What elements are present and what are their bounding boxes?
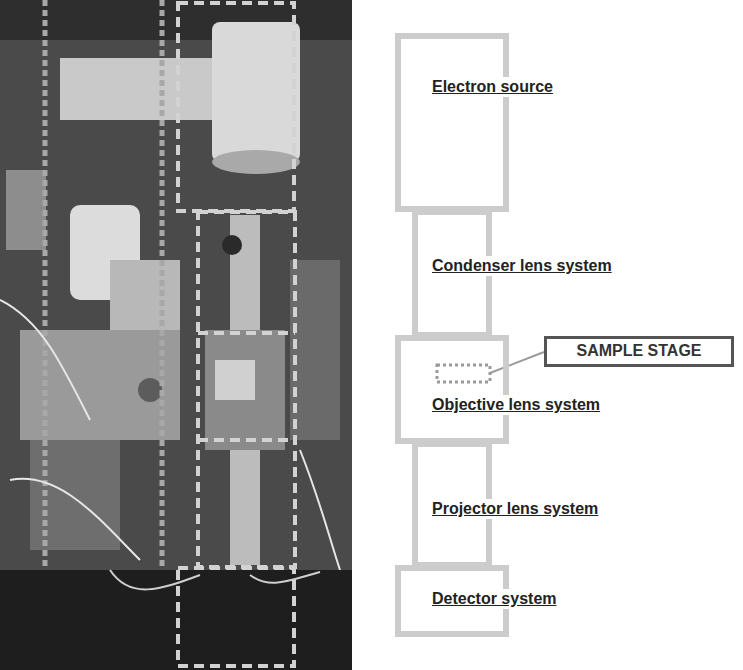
dashed-divider bbox=[198, 438, 295, 442]
leader-line bbox=[490, 352, 544, 373]
side-cable-block bbox=[290, 260, 340, 440]
side-unit bbox=[6, 170, 46, 250]
component-label: Condenser lens system bbox=[430, 256, 614, 276]
dashed-frame bbox=[178, 3, 294, 211]
sample-marker bbox=[437, 365, 490, 382]
callout-box: SAMPLE STAGE bbox=[544, 336, 734, 367]
cable bbox=[0, 300, 340, 570]
knob bbox=[222, 235, 242, 255]
dashed-frame bbox=[198, 212, 295, 567]
lens-box: Electron source bbox=[395, 33, 509, 212]
component-label: Electron source bbox=[430, 77, 555, 97]
component-label: Projector lens system bbox=[430, 499, 600, 519]
component-label: Objective lens system bbox=[430, 395, 602, 415]
callout-label: SAMPLE STAGE bbox=[576, 342, 701, 360]
gun-tube bbox=[60, 58, 235, 120]
lens-box: Detector system bbox=[395, 565, 509, 637]
gun-tank bbox=[212, 22, 300, 162]
instrument-photo bbox=[0, 0, 352, 670]
component-label: Detector system bbox=[430, 589, 559, 609]
valve bbox=[138, 378, 162, 402]
lens-column: Condenser lens system bbox=[412, 209, 492, 338]
dashed-frames bbox=[178, 3, 295, 666]
dashed-divider bbox=[198, 331, 295, 335]
chain bbox=[43, 0, 48, 570]
gun-base bbox=[212, 150, 300, 174]
cable bbox=[110, 570, 320, 589]
photo-ground bbox=[0, 0, 352, 670]
stage-rod bbox=[215, 360, 255, 400]
lens-column: Projector lens system bbox=[412, 441, 492, 568]
chain bbox=[160, 0, 165, 570]
dashed-frame bbox=[178, 568, 294, 666]
lens-box: Objective lens system bbox=[395, 335, 509, 444]
stage-block bbox=[205, 330, 285, 450]
